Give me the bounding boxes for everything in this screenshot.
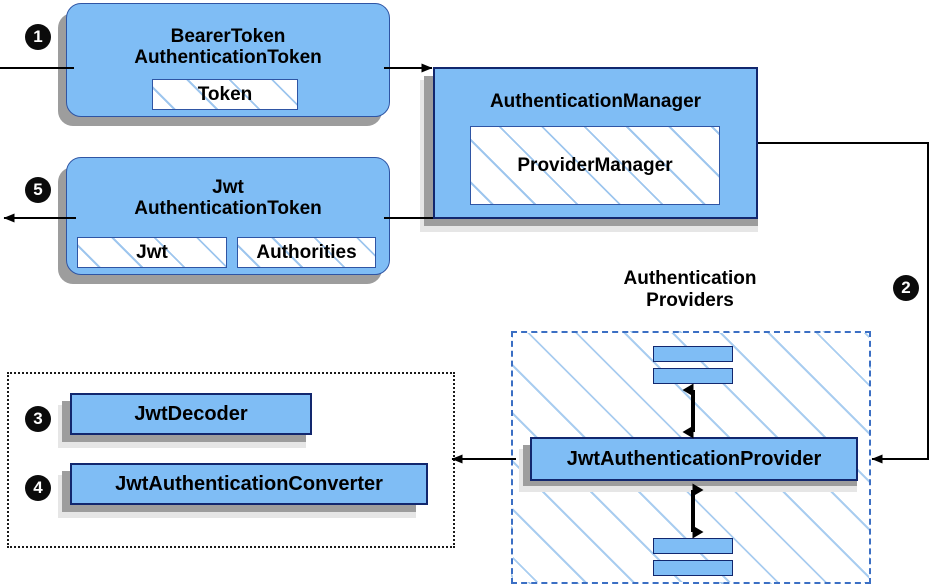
badge-step-4: 4 — [25, 475, 51, 501]
provider-stub-top-1 — [653, 346, 733, 362]
inner-authorities-label: Authorities — [256, 241, 357, 263]
badge-step-5-label: 5 — [33, 180, 43, 199]
badge-step-3-label: 3 — [33, 409, 43, 428]
node-jwt-authentication-converter[interactable]: JwtAuthenticationConverter — [70, 463, 428, 505]
node-jwt-token-inner-authorities[interactable]: Authorities — [237, 237, 376, 268]
inner-token-label: Token — [197, 83, 253, 105]
badge-step-2: 2 — [893, 275, 919, 301]
badge-step-1-label: 1 — [33, 27, 43, 46]
node-provider-manager[interactable]: ProviderManager — [470, 126, 720, 205]
node-jwt-decoder-label: JwtDecoder — [134, 402, 248, 425]
provider-stub-bottom-1 — [653, 538, 733, 554]
badge-step-5: 5 — [25, 177, 51, 203]
authentication-providers-caption: Authentication Providers — [623, 268, 757, 311]
badge-step-2-label: 2 — [901, 278, 911, 297]
inner-jwt-label: Jwt — [136, 241, 168, 263]
node-jwt-decoder[interactable]: JwtDecoder — [70, 393, 312, 435]
badge-step-3: 3 — [25, 406, 51, 432]
node-jwt-token-label: Jwt AuthenticationToken — [134, 176, 322, 219]
node-bearer-token-inner-token[interactable]: Token — [152, 79, 298, 110]
provider-stub-top-2 — [653, 368, 733, 384]
node-jwt-authentication-provider-label: JwtAuthenticationProvider — [566, 447, 822, 470]
node-jwt-token-inner-jwt[interactable]: Jwt — [77, 237, 227, 268]
node-jwt-authentication-converter-label: JwtAuthenticationConverter — [115, 472, 383, 495]
badge-step-4-label: 4 — [33, 478, 43, 497]
node-authentication-manager-label: AuthenticationManager — [489, 91, 702, 112]
node-bearer-token-label: BearerToken AuthenticationToken — [134, 25, 322, 68]
node-jwt-authentication-provider[interactable]: JwtAuthenticationProvider — [530, 437, 858, 481]
provider-stub-bottom-2 — [653, 560, 733, 576]
provider-manager-label: ProviderManager — [517, 154, 673, 176]
badge-step-1: 1 — [25, 24, 51, 50]
